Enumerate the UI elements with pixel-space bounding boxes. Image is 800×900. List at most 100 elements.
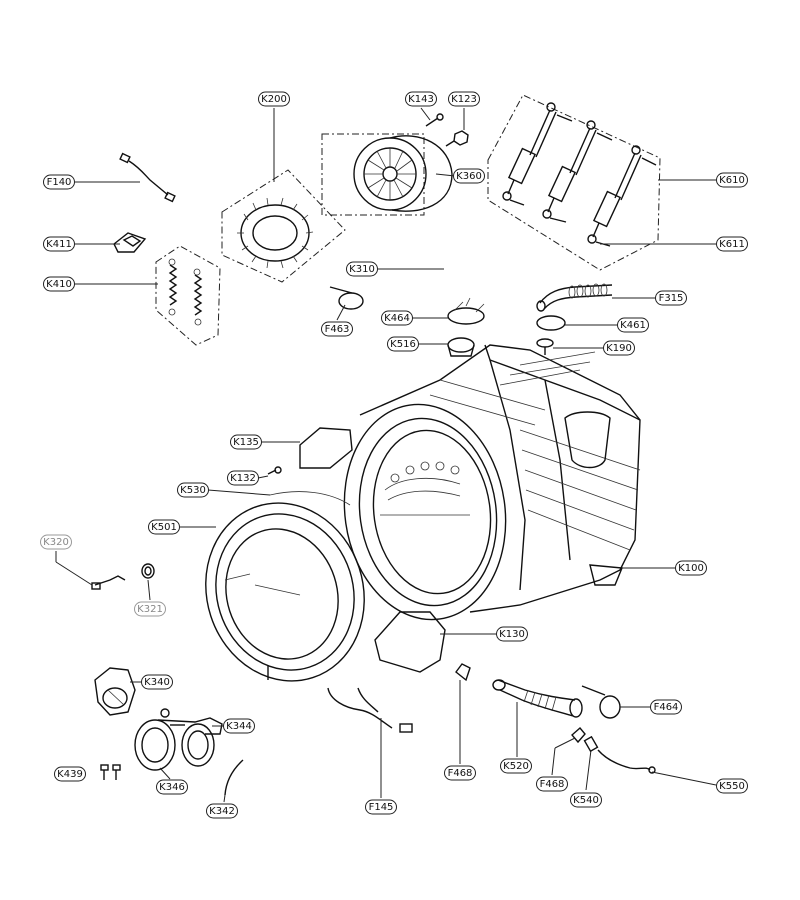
hex-bolt-part [445,130,469,147]
callout-k611: K611 [716,236,748,252]
callout-oval [346,261,378,277]
valve-part [536,338,554,355]
callout-oval [43,276,75,292]
callout-text: F468 [540,779,565,790]
callout-text: K190 [606,343,632,354]
callout-oval [617,317,649,333]
ring-wire-part [269,491,351,506]
hose-clamp-part [581,685,621,719]
callout-text: K135 [233,437,259,448]
callout-text: K410 [46,279,72,290]
callout-f464: F464 [650,699,682,715]
callout-k540: K540 [570,792,602,808]
hose-clip-part-b [571,727,586,744]
callout-oval [381,310,413,326]
callout-oval [134,601,166,617]
callout-text: F140 [47,177,72,188]
grommet-part [141,563,155,579]
callout-oval [448,91,480,107]
callout-text: F463 [325,324,350,335]
callout-text: K130 [499,629,525,640]
callout-oval [716,236,748,252]
seal-ring-part [536,315,566,331]
callout-oval [496,626,528,642]
callout-oval [223,718,255,734]
callout-text: K610 [719,175,745,186]
callout-text: K342 [209,806,235,817]
pump-housing-part [134,708,223,771]
callout-k464: K464 [381,310,413,326]
callout-k340: K340 [141,674,173,690]
callout-k501: K501 [148,519,180,535]
callout-k321: K321 [134,601,166,617]
bellows-hose-part [536,283,613,312]
callout-oval [148,519,180,535]
callout-k310: K310 [346,261,378,277]
callout-k320: K320 [40,534,72,550]
leader-lines [55,107,717,803]
callout-text: K344 [226,721,252,732]
rotor-bolt-part [425,113,444,127]
callout-k132: K132 [227,470,259,486]
callout-k200: K200 [258,91,290,107]
callout-text: F464 [654,702,679,713]
tub-assembly-part [299,344,641,673]
screw-part [267,466,282,475]
callout-text: K346 [159,782,185,793]
callout-oval [603,340,635,356]
callout-text: K143 [408,94,434,105]
callout-text: K321 [137,604,163,615]
callout-k411: K411 [43,236,75,252]
callout-oval [365,799,397,815]
callout-oval [716,172,748,188]
callout-text: K461 [620,320,646,331]
drain-hose-part [492,679,583,718]
callout-text: K100 [678,563,704,574]
callout-text: K530 [180,485,206,496]
callout-k516: K516 [387,336,419,352]
spring-parts [168,258,203,326]
callout-text: F315 [659,293,684,304]
sensor-cable-part [91,575,126,590]
pulley-group-outline [321,133,425,216]
callout-f468b: F468 [536,776,568,792]
damper-group-outline [487,94,661,271]
callout-oval [230,434,262,450]
callout-k530: K530 [177,482,209,498]
callout-text: K411 [46,239,72,250]
callout-k135: K135 [230,434,262,450]
callout-oval [156,779,188,795]
hose-clip-part-a [455,663,471,682]
callout-text: K132 [230,473,256,484]
callout-oval [321,321,353,337]
cap-part [447,337,475,357]
callout-k410: K410 [43,276,75,292]
sensor-plug-part [583,735,599,753]
callout-text: K611 [719,239,745,250]
callout-oval [43,174,75,190]
callout-oval [716,778,748,794]
callout-k610: K610 [716,172,748,188]
stator-group-outline [221,169,346,283]
callout-oval [675,560,707,576]
door-ring-part [205,502,365,682]
callout-oval [177,482,209,498]
callout-k461: K461 [617,317,649,333]
callout-oval [655,290,687,306]
callout-oval [570,792,602,808]
pump-motor-part [94,667,136,716]
wire-harness-part [327,687,413,733]
callout-f315: F315 [655,290,687,306]
bolt-pair-part [100,764,121,780]
callout-oval [405,91,437,107]
clamp-part [329,286,364,310]
callout-oval [500,758,532,774]
callout-text: K360 [456,171,482,182]
callout-text: K200 [261,94,287,105]
callout-oval [43,236,75,252]
callout-text: K123 [451,94,477,105]
pump-tube-part [224,759,244,796]
callout-text: K501 [151,522,177,533]
